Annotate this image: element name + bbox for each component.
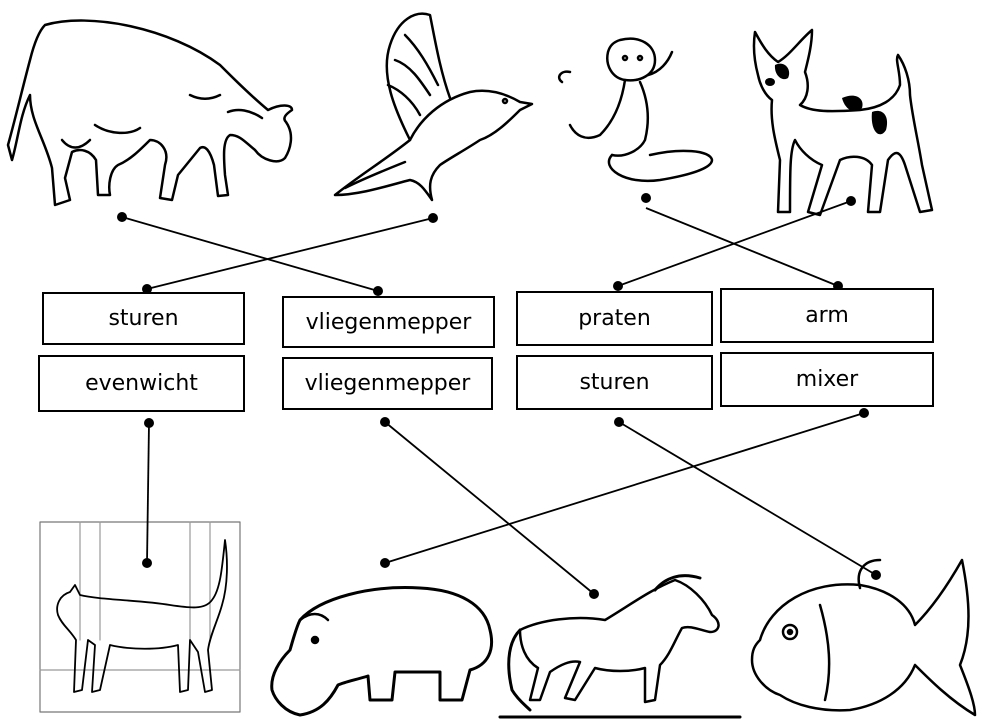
connector-dot[interactable] xyxy=(641,193,651,203)
word-label: mixer xyxy=(796,367,858,392)
word-label: vliegenmepper xyxy=(306,310,472,335)
connector-dot[interactable] xyxy=(380,558,390,568)
word-label: arm xyxy=(805,303,849,328)
word-box-mixer[interactable]: mixer xyxy=(720,352,934,407)
word-label: vliegenmepper xyxy=(305,371,471,396)
connector-line xyxy=(618,201,851,286)
word-box-sturen-bottom[interactable]: sturen xyxy=(516,355,713,410)
connector-dot[interactable] xyxy=(613,281,623,291)
word-box-praten[interactable]: praten xyxy=(516,291,713,346)
connector-dot[interactable] xyxy=(144,418,154,428)
bird-image xyxy=(335,14,532,200)
horse-image xyxy=(500,576,740,717)
connector-line xyxy=(385,413,864,563)
connector-line xyxy=(147,423,149,563)
dog-image xyxy=(754,30,932,215)
word-label: sturen xyxy=(108,306,178,331)
word-label: sturen xyxy=(579,370,649,395)
word-box-sturen-top[interactable]: sturen xyxy=(42,292,245,345)
connector-dot[interactable] xyxy=(428,213,438,223)
word-box-vliegenmepper-bottom[interactable]: vliegenmepper xyxy=(282,357,493,410)
connector-dot[interactable] xyxy=(846,196,856,206)
cow-image xyxy=(8,21,292,205)
connector-line xyxy=(646,208,838,286)
word-label: evenwicht xyxy=(85,371,198,396)
connector-dot[interactable] xyxy=(614,417,624,427)
cat-image xyxy=(40,522,240,712)
word-box-arm[interactable]: arm xyxy=(720,288,934,343)
connector-dot[interactable] xyxy=(117,212,127,222)
word-box-evenwicht[interactable]: evenwicht xyxy=(38,355,245,412)
connector-dot[interactable] xyxy=(589,589,599,599)
connector-line xyxy=(619,422,876,575)
hippo-image xyxy=(272,588,492,715)
word-box-vliegenmepper-top[interactable]: vliegenmepper xyxy=(282,296,495,348)
fish-image xyxy=(752,560,975,715)
connector-dot[interactable] xyxy=(142,558,152,568)
connector-line xyxy=(147,218,433,289)
connector-dot[interactable] xyxy=(380,417,390,427)
word-label: praten xyxy=(578,306,651,331)
connector-dot[interactable] xyxy=(859,408,869,418)
connector-dot[interactable] xyxy=(871,570,881,580)
connector-line xyxy=(122,217,378,291)
connector-dot[interactable] xyxy=(373,286,383,296)
monkey-image xyxy=(559,39,712,181)
